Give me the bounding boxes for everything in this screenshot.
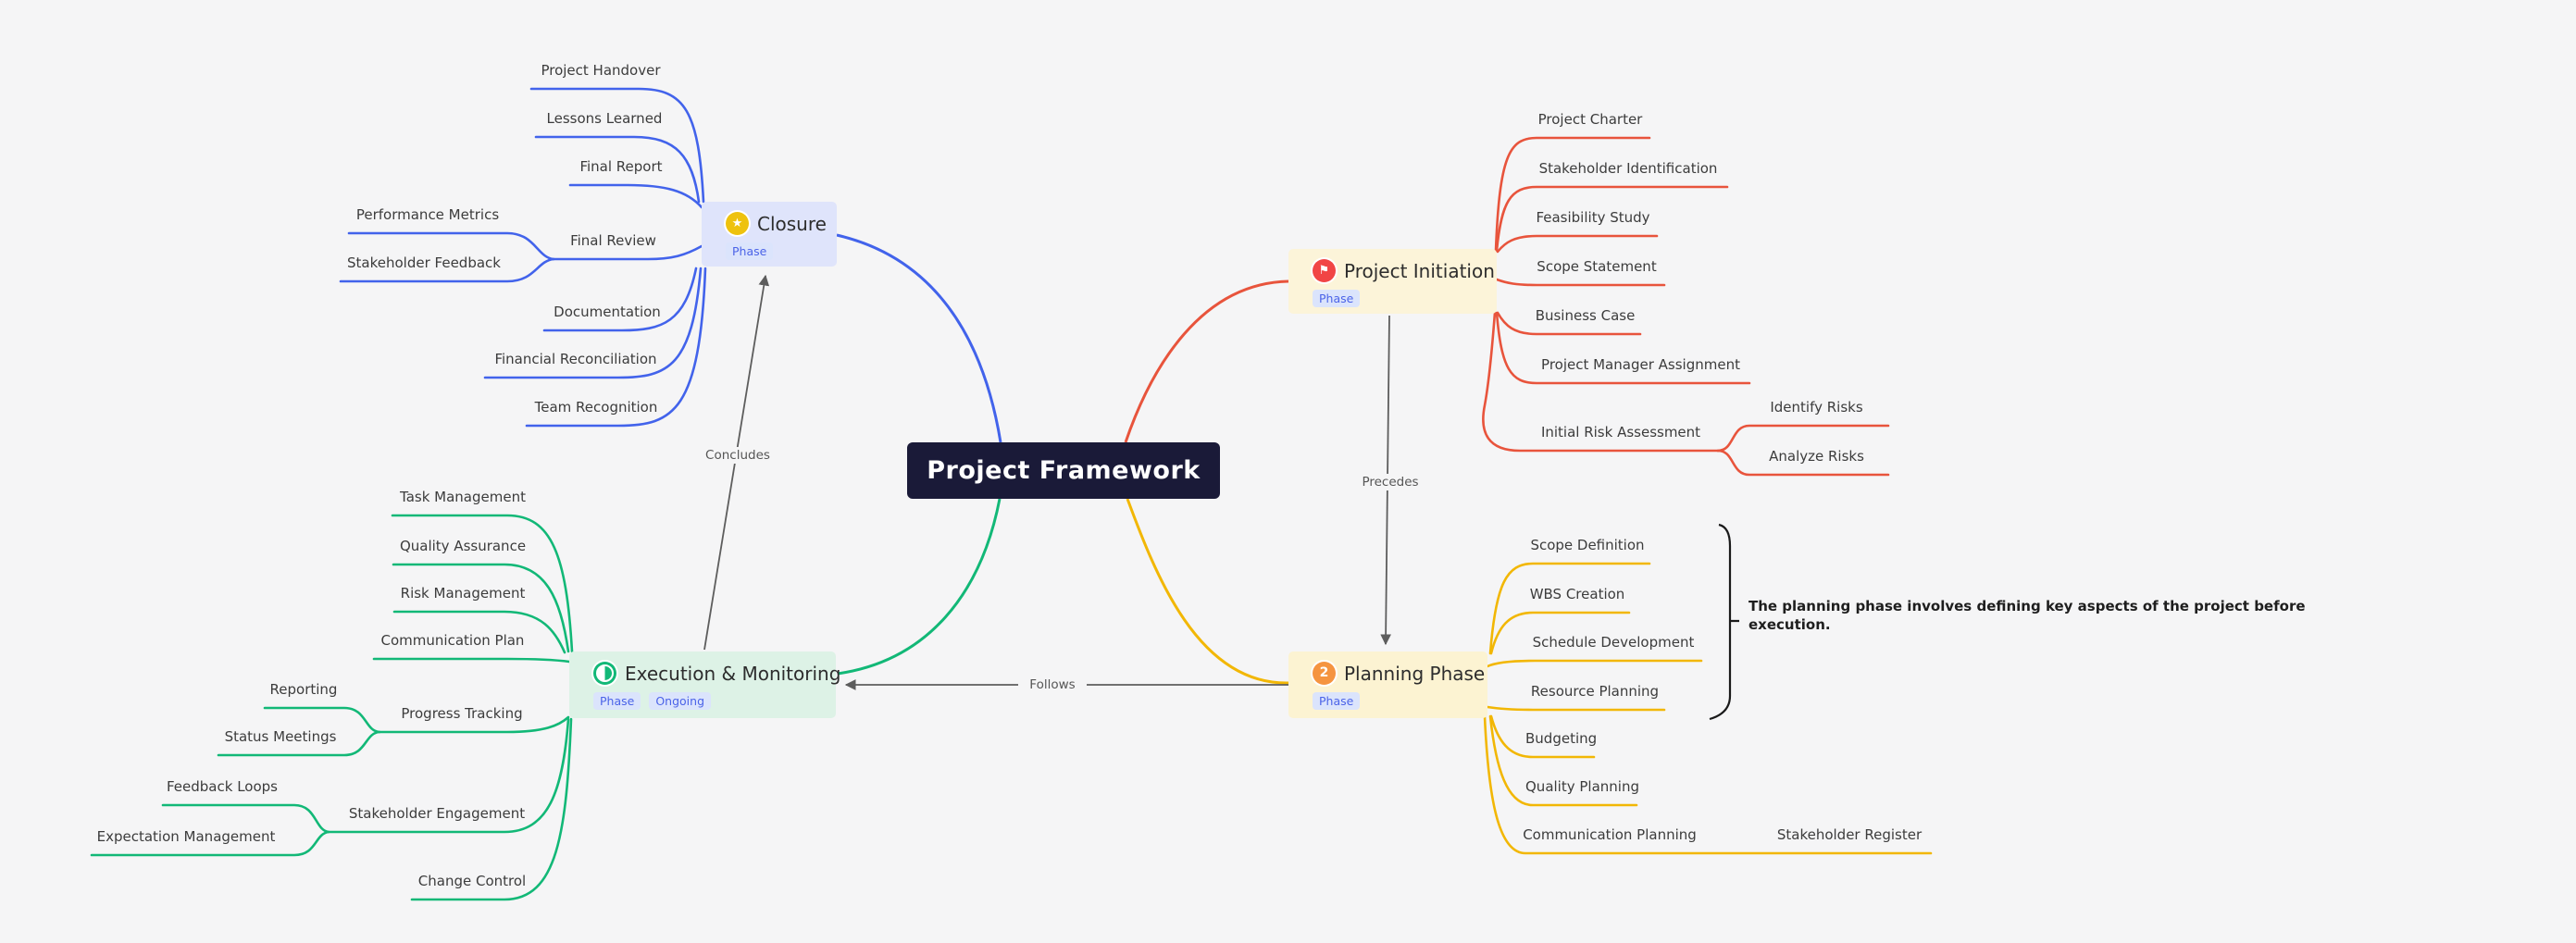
leaf-performance-metrics[interactable]: Performance Metrics (355, 206, 500, 223)
leaf-wbs-creation[interactable]: WBS Creation (1529, 586, 1625, 602)
planning-note-line2: execution. (1748, 616, 1831, 633)
half-circle-icon (593, 662, 616, 685)
node-title: Project Initiation (1344, 259, 1495, 282)
execution-monitoring-node[interactable]: Execution & Monitoring Phase Ongoing (569, 651, 840, 718)
leaf-status-meetings[interactable]: Status Meetings (224, 728, 337, 745)
leaf-feasibility-study[interactable]: Feasibility Study (1536, 209, 1650, 226)
leaf-change-control[interactable]: Change Control (417, 873, 527, 889)
star-icon: ★ (726, 212, 749, 235)
node-title: Planning Phase (1344, 662, 1486, 685)
planning-note-line1: The planning phase involves defining key… (1748, 598, 2306, 614)
leaf-task-management[interactable]: Task Management (400, 489, 526, 505)
leaf-scope-statement[interactable]: Scope Statement (1537, 258, 1657, 275)
leaf-feedback-loops[interactable]: Feedback Loops (167, 778, 278, 795)
leaf-financial-reconciliation[interactable]: Financial Reconciliation (494, 351, 657, 367)
leaf-scope-definition[interactable]: Scope Definition (1530, 537, 1645, 553)
node-title: Closure (757, 212, 827, 235)
leaf-schedule-development[interactable]: Schedule Development (1532, 634, 1695, 651)
leaf-project-manager-assignment[interactable]: Project Manager Assignment (1541, 356, 1740, 373)
phase-badge: Phase (726, 242, 774, 260)
leaf-initial-risk-assessment[interactable]: Initial Risk Assessment (1540, 424, 1701, 440)
project-initiation-node[interactable]: ⚑ Project Initiation Phase (1288, 249, 1497, 314)
leaf-quality-assurance[interactable]: Quality Assurance (399, 538, 527, 554)
leaf-stakeholder-feedback[interactable]: Stakeholder Feedback (347, 254, 501, 271)
planning-note: The planning phase involves defining key… (1748, 597, 2341, 634)
planning-phase-node[interactable]: 2 Planning Phase Phase (1288, 651, 1487, 718)
phase-badge: Phase (1313, 290, 1361, 307)
note-bracket (1709, 523, 1739, 721)
phase-badge: Phase (593, 692, 641, 710)
leaf-stakeholder-engagement[interactable]: Stakeholder Engagement (348, 805, 526, 822)
leaf-business-case[interactable]: Business Case (1535, 307, 1636, 324)
number-2-icon: 2 (1313, 662, 1336, 685)
flag-icon: ⚑ (1313, 259, 1336, 282)
ongoing-badge: Ongoing (649, 692, 712, 710)
closure-node[interactable]: ★ Closure Phase (702, 202, 837, 267)
leaf-progress-tracking[interactable]: Progress Tracking (401, 705, 523, 722)
leaf-lessons-learned[interactable]: Lessons Learned (546, 110, 663, 127)
leaf-expectation-management[interactable]: Expectation Management (96, 828, 276, 845)
leaf-reporting[interactable]: Reporting (269, 681, 338, 698)
leaf-risk-management[interactable]: Risk Management (400, 585, 526, 602)
leaf-final-report[interactable]: Final Report (579, 158, 663, 175)
leaf-project-handover[interactable]: Project Handover (541, 62, 661, 79)
leaf-resource-planning[interactable]: Resource Planning (1530, 683, 1660, 700)
leaf-analyze-risks[interactable]: Analyze Risks (1769, 448, 1864, 465)
leaf-communication-plan[interactable]: Communication Plan (380, 632, 525, 649)
follows-label: Follows (1018, 676, 1087, 693)
leaf-budgeting[interactable]: Budgeting (1525, 730, 1598, 747)
central-topic[interactable]: Project Framework (907, 442, 1220, 499)
leaf-team-recognition[interactable]: Team Recognition (534, 399, 658, 416)
leaf-identify-risks[interactable]: Identify Risks (1770, 399, 1863, 416)
leaf-communication-planning[interactable]: Communication Planning (1523, 826, 1697, 843)
node-title: Execution & Monitoring (625, 662, 841, 685)
concludes-label: Concludes (694, 447, 781, 464)
phase-badge: Phase (1313, 692, 1361, 710)
leaf-quality-planning[interactable]: Quality Planning (1525, 778, 1639, 795)
precedes-label: Precedes (1355, 474, 1425, 490)
leaf-stakeholder-register[interactable]: Stakeholder Register (1776, 826, 1923, 843)
leaf-stakeholder-identification[interactable]: Stakeholder Identification (1538, 160, 1718, 177)
leaf-final-review[interactable]: Final Review (570, 232, 656, 249)
leaf-project-charter[interactable]: Project Charter (1537, 111, 1643, 128)
leaf-documentation[interactable]: Documentation (554, 304, 661, 320)
